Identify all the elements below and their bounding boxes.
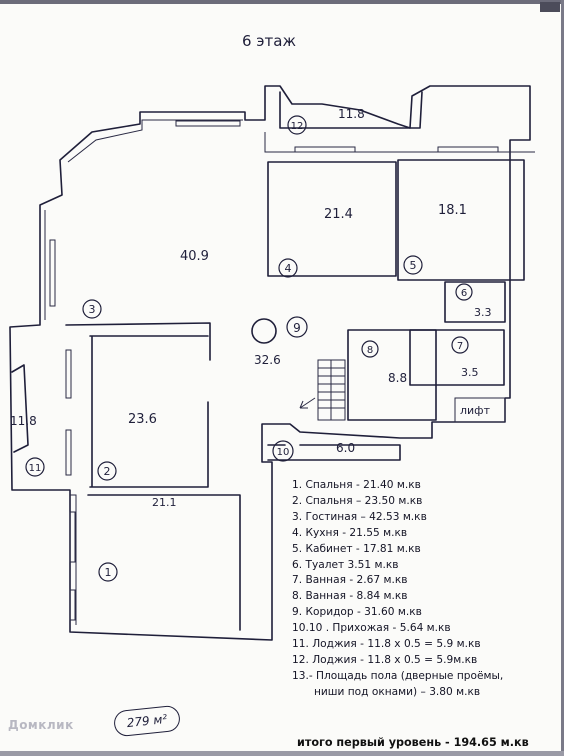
room-10: 10 6.0 — [272, 440, 355, 462]
svg-text:10: 10 — [277, 447, 290, 458]
scan-right-edge — [561, 0, 564, 756]
legend-item: 1. Спальня - 21.40 м.кв — [292, 479, 421, 491]
svg-text:8.8: 8.8 — [388, 371, 407, 385]
room-12: 12 11.8 — [287, 107, 365, 135]
room-7-wall — [409, 329, 505, 386]
room-4-wall — [267, 161, 397, 277]
room-8: 8 8.8 — [361, 340, 407, 385]
svg-text:2: 2 — [104, 465, 111, 478]
svg-text:11.8: 11.8 — [338, 107, 365, 121]
legend-item: 5. Кабинет - 17.81 м.кв — [292, 542, 421, 555]
outer-wall — [9, 85, 531, 641]
svg-text:5: 5 — [410, 259, 417, 272]
legend-item: 4. Кухня - 21.55 м.кв — [292, 526, 408, 539]
svg-text:11: 11 — [29, 463, 42, 474]
legend-item-13-cont: ниши под окнами) – 3.80 м.кв — [314, 685, 481, 698]
legend-item: 2. Спальня – 23.50 м.кв — [292, 494, 423, 507]
lift-shaft — [454, 397, 506, 423]
room-1-wall — [87, 494, 241, 631]
svg-text:23.6: 23.6 — [128, 412, 157, 427]
room-4: 4 21.4 — [278, 207, 353, 278]
room-6: 6 3.3 — [455, 283, 492, 319]
svg-text:3.5: 3.5 — [461, 366, 479, 379]
room-5: 5 18.1 — [403, 203, 467, 275]
svg-text:9: 9 — [293, 321, 301, 335]
room-2: 2 23.6 — [97, 412, 157, 481]
scan-corner-mark — [540, 2, 560, 12]
total-area: итого первый уровень - 194.65 м.кв — [297, 736, 529, 749]
floor-label: 6 этаж — [242, 32, 296, 50]
svg-text:3: 3 — [89, 303, 96, 316]
legend-item: 11. Лоджия - 11.8 х 0.5 = 5.9 м.кв — [292, 638, 481, 651]
stairs — [317, 359, 346, 421]
room-6-wall — [444, 281, 506, 323]
watermark-logo: Домклик — [8, 718, 74, 732]
svg-text:21.1: 21.1 — [152, 496, 177, 509]
room-7: 7 3.5 — [451, 336, 479, 379]
svg-text:40.9: 40.9 — [180, 249, 209, 264]
svg-text:8: 8 — [367, 345, 373, 356]
windows — [49, 120, 499, 621]
room-8-wall — [347, 329, 437, 421]
legend-item-13: 13.- Площадь пола (дверные проёмы, — [292, 669, 504, 682]
room-legend: 1. Спальня - 21.40 м.кв 2. Спальня – 23.… — [292, 478, 554, 701]
room-5-wall — [397, 159, 525, 281]
room-11: 11 11.8 — [10, 414, 45, 477]
legend-item: 7. Ванная - 2.67 м.кв — [292, 574, 408, 587]
svg-text:4: 4 — [285, 262, 292, 275]
corridor-column — [251, 318, 277, 344]
legend-item: 3. Гостиная – 42.53 м.кв — [292, 510, 427, 523]
room-9: 9 32.6 — [254, 316, 308, 367]
scan-top-edge — [0, 0, 564, 4]
svg-text:11.8: 11.8 — [10, 414, 37, 428]
legend-item: 9. Коридор - 31.60 м.кв — [292, 606, 422, 619]
loggia-12-wall — [279, 91, 423, 129]
room-3-wall — [65, 322, 211, 361]
room-10-wall — [267, 444, 401, 461]
legend-item: 10.10 . Прихожая - 5.64 м.кв — [292, 622, 451, 635]
svg-text:12: 12 — [291, 121, 304, 132]
legend-item: 8. Ванная - 8.84 м.кв — [292, 590, 408, 603]
loggia-11-wall — [11, 364, 29, 453]
legend-item: 12. Лоджия - 11.8 х 0.5 = 5.9м.кв — [292, 653, 478, 666]
lift-label: лифт — [460, 404, 491, 417]
svg-text:6: 6 — [461, 288, 467, 299]
legend-item: 6. Туалет 3.51 м.кв — [292, 558, 399, 571]
room-2-wall — [89, 335, 209, 488]
svg-text:18.1: 18.1 — [438, 203, 467, 218]
entrance-arrow — [299, 397, 316, 409]
scan-bottom-edge — [0, 751, 564, 756]
svg-text:21.4: 21.4 — [324, 207, 353, 222]
svg-text:32.6: 32.6 — [254, 353, 281, 367]
svg-text:7: 7 — [457, 341, 463, 352]
svg-text:1: 1 — [105, 566, 112, 579]
room-1: 1 21.1 — [98, 496, 177, 582]
room-3: 3 40.9 — [82, 249, 209, 319]
svg-text:3.3: 3.3 — [474, 306, 492, 319]
svg-text:6.0: 6.0 — [336, 441, 355, 455]
wall-inner-line — [44, 119, 535, 625]
